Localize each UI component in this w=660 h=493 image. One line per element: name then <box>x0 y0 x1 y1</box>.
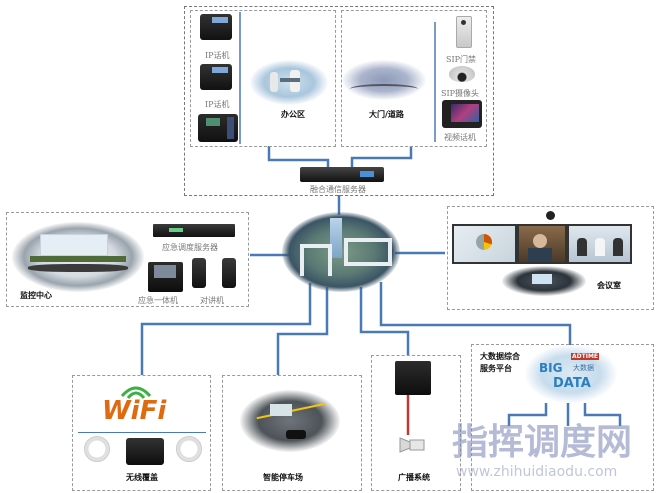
gate-title: 大门/道路 <box>369 110 404 119</box>
meeting-room-title: 会议室 <box>597 281 621 290</box>
access-point-icon <box>176 436 202 462</box>
walkie-talkie-icon <box>192 258 206 288</box>
bigdata-cloud: ADTIME BIG 大数据 DATA <box>525 345 617 403</box>
bigdata-word-cn: 大数据 <box>573 364 594 372</box>
video-conference-camera-icon <box>546 211 555 220</box>
walkie-talkie-icon <box>222 258 236 288</box>
wifi-signal-icon <box>118 382 154 400</box>
bigdata-word-adtime: ADTIME <box>571 353 600 360</box>
line-bigdata-branch-1 <box>507 403 548 426</box>
bigdata-title-line1: 大数据综合 <box>480 352 520 361</box>
bigdata-word-data: DATA <box>553 376 591 391</box>
bigdata-title-line2: 服务平台 <box>480 364 512 373</box>
sip-camera-icon <box>449 66 475 82</box>
monitor-center-title: 监控中心 <box>20 291 52 300</box>
wifi-title: 无线覆盖 <box>126 473 158 482</box>
broadcast-box <box>371 355 461 491</box>
wifi-logo: WiFi <box>102 396 167 426</box>
sip-door-access-label: SIP门禁 <box>446 55 477 64</box>
horn-speaker-shape <box>399 437 425 453</box>
conference-screen-1 <box>452 224 517 264</box>
sip-camera-label: SIP摄像头 <box>441 89 480 98</box>
meeting-room-photo <box>502 266 586 296</box>
video-phone-label: 视频话机 <box>444 133 476 142</box>
conference-screen-2 <box>517 224 567 264</box>
bigdata-word-big: BIG <box>539 361 563 375</box>
watermark-logo: 指挥调度网 <box>452 422 633 463</box>
conference-screen-3 <box>567 224 632 264</box>
walkie-talkie-label: 对讲机 <box>200 296 224 305</box>
emergency-dispatch-server-icon <box>153 224 235 237</box>
video-phone-icon <box>442 100 482 128</box>
office-box <box>190 10 336 147</box>
monitor-center-photo <box>12 222 144 292</box>
line-building-broadcast <box>359 287 410 355</box>
top-section-box <box>184 6 494 196</box>
gate-box <box>341 10 487 147</box>
parking-lot-image <box>240 390 340 452</box>
gate-photo <box>342 60 426 100</box>
line-building-bigdata <box>379 282 572 345</box>
access-point-icon <box>84 436 110 462</box>
line-gate-server <box>350 146 413 168</box>
horn-speaker-icon <box>398 434 428 456</box>
ip-phone-icon <box>200 64 232 90</box>
parking-box <box>222 375 362 491</box>
emergency-all-in-one-icon <box>148 262 183 292</box>
line-office-server <box>267 146 330 168</box>
watermark-url: www.zhihuidiaodu.com <box>456 464 618 480</box>
converged-server-icon <box>300 167 384 182</box>
ip-phone-label-2: IP话机 <box>205 100 230 109</box>
desk-phone-icon <box>198 114 238 142</box>
bigdata-box <box>471 344 654 491</box>
office-photo <box>250 60 328 105</box>
line-building-wifi <box>140 283 312 375</box>
wireless-router-icon <box>126 438 164 465</box>
campus-building-image <box>282 212 400 292</box>
ip-phone-label-1: IP话机 <box>205 51 230 60</box>
wifi-arcs <box>120 386 152 399</box>
broadcast-amplifier-icon <box>395 361 431 395</box>
wifi-box <box>72 375 211 491</box>
emergency-dispatch-server-label: 应急调度服务器 <box>162 243 218 252</box>
ip-phone-icon <box>200 14 232 40</box>
meeting-room-box <box>447 206 654 310</box>
emergency-all-in-one-label: 应急一体机 <box>138 296 178 305</box>
wifi-divider <box>78 432 206 433</box>
sip-door-access-icon <box>456 16 472 48</box>
line-bigdata-branch-3 <box>583 403 622 426</box>
parking-title: 智能停车场 <box>263 473 303 482</box>
monitor-center-box <box>6 212 249 307</box>
line-building-parking <box>276 287 329 375</box>
server-label: 融合通信服务器 <box>310 185 366 194</box>
office-title: 办公区 <box>281 110 305 119</box>
broadcast-title: 广播系统 <box>398 473 430 482</box>
